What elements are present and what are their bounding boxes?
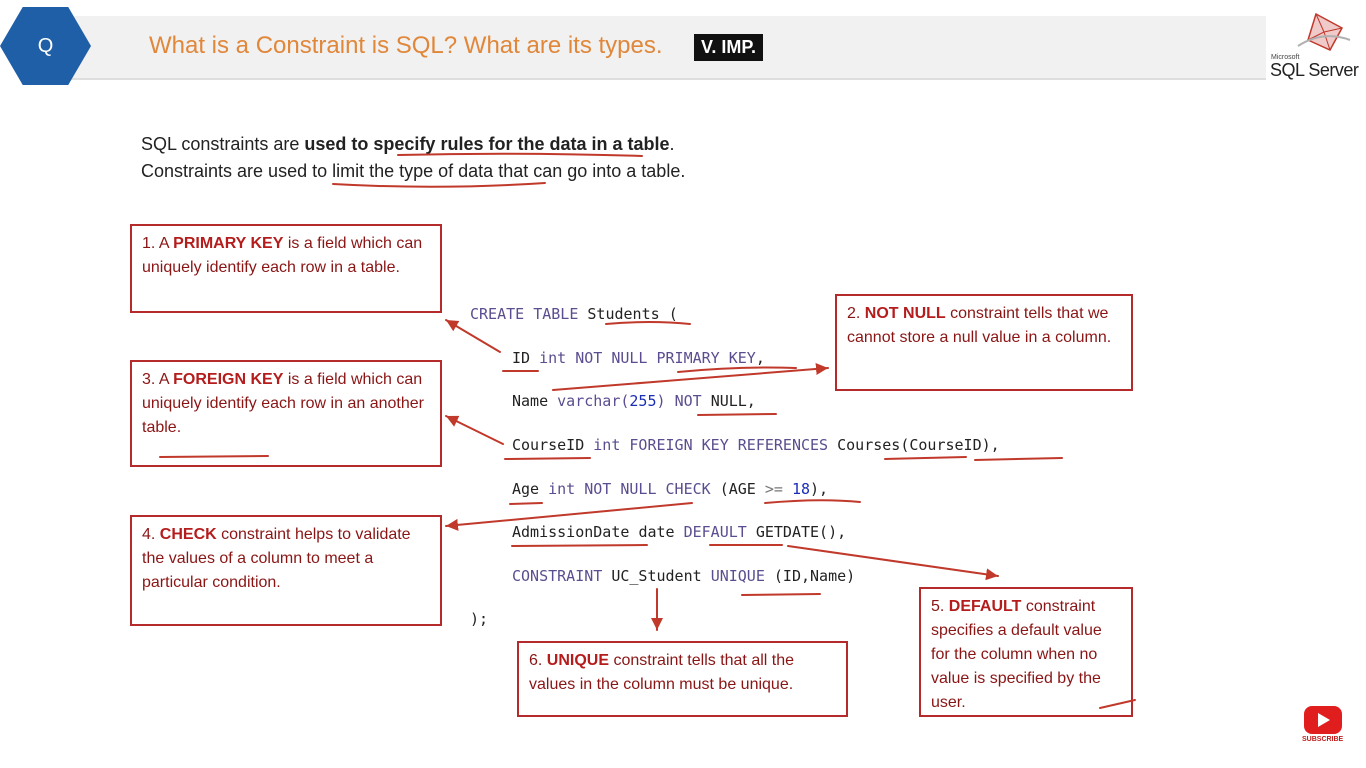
underline-students: [605, 321, 691, 325]
code-line-constraint: CONSTRAINT UC_Student UNIQUE (ID,Name): [512, 567, 856, 585]
arrow-not-null: [552, 362, 829, 391]
code-line-admission: AdmissionDate date DEFAULT GETDATE(),: [512, 523, 847, 541]
intro-line-2: Constraints are used to limit the type o…: [141, 161, 686, 181]
not-null-box: 2. NOT NULL constraint tells that we can…: [835, 294, 1133, 391]
underline-not-null: [697, 413, 777, 416]
sql-server-icon: [1297, 12, 1351, 51]
badge-label: Q: [37, 34, 54, 57]
slide-title: What is a Constraint is SQL? What are it…: [149, 32, 663, 59]
code-line-name: Name varchar(255) NOT NULL,: [512, 392, 756, 410]
default-box: 5. DEFAULT constraint specifies a defaul…: [919, 587, 1133, 717]
intro-emphasis: used to specify rules for the data in a …: [304, 134, 670, 154]
foreign-key-box: 3. A FOREIGN KEY is a field which can un…: [130, 360, 442, 467]
primary-key-box: 1. A PRIMARY KEY is a field which can un…: [130, 224, 442, 313]
code-line-courseid: CourseID int FOREIGN KEY REFERENCES Cour…: [512, 436, 1000, 454]
unique-box: 6. UNIQUE constraint tells that all the …: [517, 641, 848, 717]
subscribe-label: SUBSCRIBE: [1302, 736, 1344, 743]
arrow-foreign-key: [445, 415, 504, 445]
underline-courseid: [504, 457, 591, 460]
underline-intro-1: [397, 152, 643, 157]
importance-tag: V. IMP.: [694, 34, 764, 61]
check-box: 4. CHECK constraint helps to validate th…: [130, 515, 442, 626]
arrow-default: [787, 545, 999, 581]
underline-user: [1099, 699, 1136, 709]
underline-intro-2: [332, 182, 546, 188]
logo-microsoft-text: Microsoft: [1271, 54, 1300, 61]
logo-product-name: SQL Server: [1270, 60, 1359, 80]
code-line-age: Age int NOT NULL CHECK (AGE >= 18),: [512, 480, 829, 498]
underline-courseid-ref: [974, 457, 1063, 461]
underline-age-check: [764, 499, 861, 504]
intro-text: SQL constraints are: [141, 134, 305, 154]
header-bar: [30, 16, 1266, 80]
code-line-id: ID int NOT NULL PRIMARY KEY,: [512, 349, 765, 367]
underline-courses: [884, 456, 967, 460]
underline-primary-key: [677, 366, 797, 373]
code-line-create: CREATE TABLE Students (: [470, 305, 678, 323]
youtube-play-icon: [1318, 713, 1330, 727]
arrow-primary-key: [445, 319, 501, 353]
underline-age: [509, 502, 543, 505]
underline-another: [159, 455, 269, 458]
code-line-close: );: [470, 610, 489, 628]
underline-admissiondate: [511, 544, 648, 547]
arrow-check: [445, 502, 693, 531]
intro-line-1: SQL constraints are used to specify rule…: [141, 134, 675, 155]
underline-unique: [741, 593, 821, 596]
intro-period: .: [669, 134, 675, 154]
youtube-subscribe-button[interactable]: [1304, 706, 1342, 734]
sql-server-logo: Microsoft SQL Server: [1268, 10, 1362, 82]
